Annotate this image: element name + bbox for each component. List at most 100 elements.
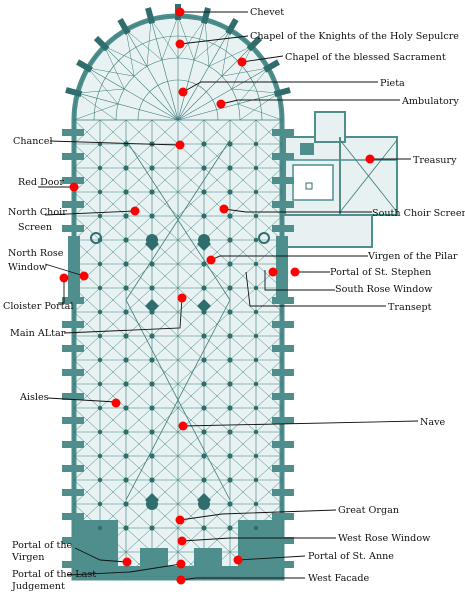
pier xyxy=(227,453,233,459)
label-last-judgement-line1: Portal of the Last xyxy=(12,569,96,580)
marker-treasury[interactable] xyxy=(365,154,375,164)
pier xyxy=(123,333,129,339)
pier xyxy=(97,285,103,291)
vault-rib xyxy=(73,383,101,409)
leader-cloister xyxy=(58,278,65,304)
leader-pieta xyxy=(182,81,378,93)
vault-rib xyxy=(73,455,101,481)
marker-south-rose[interactable] xyxy=(268,267,278,277)
label-west-facade: West Facade xyxy=(308,573,370,584)
vault-rib xyxy=(125,431,153,457)
marker-west-facade[interactable] xyxy=(176,575,186,585)
marker-cloister[interactable] xyxy=(59,273,69,283)
vault-rib xyxy=(151,431,179,457)
buttress xyxy=(272,513,294,520)
vault-rib xyxy=(125,455,153,481)
apse-buttress xyxy=(76,59,93,73)
vault-rib xyxy=(151,359,179,385)
apse-rib xyxy=(221,67,269,77)
apse-rib xyxy=(125,29,179,121)
pier xyxy=(253,381,259,387)
marker-north-rose[interactable] xyxy=(79,271,89,281)
marker-south-choir[interactable] xyxy=(219,204,229,214)
apse-rib xyxy=(177,92,279,121)
marker-north-choir[interactable] xyxy=(130,206,140,216)
buttress xyxy=(272,225,294,232)
vault-rib xyxy=(229,215,257,241)
crossing-pier xyxy=(197,493,211,507)
marker-sacrament-chapel[interactable] xyxy=(237,57,247,67)
buttress xyxy=(272,417,294,424)
marker-west-rose[interactable] xyxy=(177,536,187,546)
marker-portal-stephen[interactable] xyxy=(290,267,300,277)
pier xyxy=(149,405,155,411)
vault-rib xyxy=(255,335,283,361)
spiral-stair xyxy=(90,232,102,244)
label-north-rose-line1: North Rose xyxy=(8,248,64,259)
leader-great-organ xyxy=(179,509,337,521)
label-transept: Transept xyxy=(388,302,432,313)
vault-rib xyxy=(99,455,127,481)
apse-rib xyxy=(125,29,163,61)
apse-rib xyxy=(177,15,195,61)
pier xyxy=(253,333,259,339)
apse-rib xyxy=(177,19,206,59)
pier xyxy=(227,285,233,291)
vault-rib xyxy=(229,287,257,313)
apse-rib xyxy=(193,29,231,61)
vault-rib xyxy=(177,479,205,505)
apse-rib xyxy=(208,46,252,67)
marker-nave[interactable] xyxy=(178,421,188,431)
vault-rib xyxy=(177,455,205,481)
marker-main-altar[interactable] xyxy=(177,293,187,303)
pier xyxy=(149,429,155,435)
pier xyxy=(123,357,129,363)
apse-rib xyxy=(87,67,119,105)
label-treasury: Treasury xyxy=(413,155,457,166)
marker-portal-anne[interactable] xyxy=(233,555,243,565)
buttress xyxy=(62,561,84,568)
label-virgen-pilar: Virgen of the Pilar xyxy=(367,251,458,262)
pier xyxy=(97,405,103,411)
vault-rib xyxy=(151,119,179,145)
pier xyxy=(253,165,259,171)
marker-aisles[interactable] xyxy=(111,398,121,408)
vault-rib xyxy=(255,119,283,145)
buttress xyxy=(272,345,294,352)
buttress xyxy=(62,153,84,160)
pier xyxy=(201,165,207,171)
label-portal-virgen-line1: Portal of the xyxy=(12,540,73,551)
marker-great-organ[interactable] xyxy=(175,515,185,525)
vault-rib xyxy=(229,335,257,361)
marker-ambulatory[interactable] xyxy=(216,99,226,109)
buttress xyxy=(62,345,84,352)
buttress xyxy=(272,129,294,136)
marker-virgen-pilar[interactable] xyxy=(206,255,216,265)
vault-rib xyxy=(177,335,205,361)
marker-portal-virgen[interactable] xyxy=(122,557,132,567)
vault-rib xyxy=(125,215,153,241)
apse-rib xyxy=(150,19,179,121)
marker-chevet[interactable] xyxy=(175,7,185,17)
vault-rib xyxy=(229,143,257,169)
pier xyxy=(201,261,207,267)
vault-rib xyxy=(151,191,179,217)
marker-last-judgement[interactable] xyxy=(176,559,186,569)
label-portal-stephen: Portal of St. Stephen xyxy=(330,267,431,278)
vault-rib xyxy=(73,479,101,505)
marker-pieta[interactable] xyxy=(178,87,188,97)
marker-red-door[interactable] xyxy=(69,182,79,192)
leader-lines xyxy=(38,11,419,581)
vault-rib xyxy=(151,335,179,361)
vault-rib xyxy=(125,299,231,501)
pier xyxy=(97,333,103,339)
apse-rib xyxy=(87,67,135,77)
apse-rib xyxy=(177,19,206,121)
buttress xyxy=(272,393,294,400)
label-aisles: Aisles xyxy=(19,392,49,403)
vault-rib xyxy=(255,143,283,169)
marker-chancel[interactable] xyxy=(175,140,185,150)
marker-knights-chapel[interactable] xyxy=(175,39,185,49)
pier xyxy=(123,237,129,243)
